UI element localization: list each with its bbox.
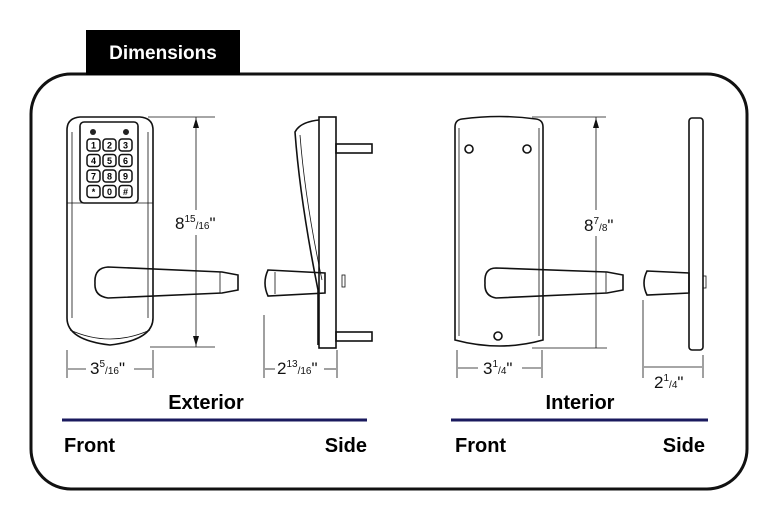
- keypad-key-label: 2: [107, 141, 112, 151]
- keypad-key: [102, 169, 117, 183]
- keypad-key: [102, 184, 117, 199]
- keypad-key: [118, 153, 133, 168]
- keypad-key-label: 3: [123, 141, 128, 151]
- keypad-key-label: 5: [107, 156, 112, 166]
- interior-heading: Interior: [546, 392, 615, 414]
- exterior-width-label: 35/16": [90, 359, 125, 378]
- keypad-keys: 1 2 3 4 5 6 7 8 9 * 0 #: [86, 138, 133, 199]
- lever-handle: [484, 267, 624, 299]
- keypad-key: [86, 153, 101, 168]
- keypad-key-label: 9: [123, 172, 128, 182]
- exterior-height-label: 815/16": [175, 214, 216, 233]
- keypad-key: [102, 138, 117, 152]
- keypad-key-label: *: [92, 187, 96, 197]
- keypad-key-label: #: [123, 187, 128, 197]
- dimensions-tab: [86, 30, 240, 75]
- exterior-side-drawing: 213/16": [263, 116, 373, 378]
- exterior-side-label: Side: [325, 435, 367, 457]
- dimensions-title: Dimensions: [109, 43, 217, 64]
- lever-handle: [94, 266, 239, 299]
- keypad-key-label: 6: [123, 156, 128, 166]
- exterior-depth-label: 213/16": [277, 359, 318, 378]
- exterior-front-label: Front: [64, 435, 115, 457]
- interior-depth-label: 21/4": [654, 373, 683, 392]
- interior-width-label: 31/4": [483, 359, 512, 378]
- keypad-key: [86, 169, 101, 183]
- keypad-key: [118, 138, 133, 152]
- panel-frame: [29, 72, 749, 491]
- keypad-key: [102, 153, 117, 168]
- interior-front-label: Front: [455, 435, 506, 457]
- exterior-front-drawing: 1 2 3 4 5 6 7 8 9 * 0 # 815/16" 35/16": [66, 116, 239, 378]
- keypad-key-label: 4: [91, 156, 96, 166]
- keypad-key: [118, 169, 133, 183]
- keypad-key-label: 8: [107, 172, 112, 182]
- keypad-key: [118, 184, 133, 199]
- keypad-key: [86, 184, 101, 199]
- exterior-heading: Exterior: [168, 392, 244, 414]
- interior-front-drawing: 87/8" 31/4": [454, 115, 624, 378]
- keypad-key-label: 0: [107, 187, 112, 197]
- interior-side-drawing: 21/4": [642, 117, 707, 392]
- interior-side-label: Side: [663, 435, 705, 457]
- keypad-key-label: 1: [91, 141, 96, 151]
- keypad-key: [86, 138, 101, 152]
- keypad-key-label: 7: [91, 172, 96, 182]
- interior-height-label: 87/8": [584, 216, 613, 235]
